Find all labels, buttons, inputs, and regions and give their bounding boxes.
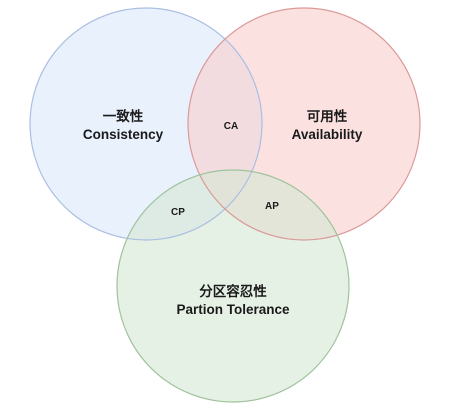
intersection-cp-label: CP [171,207,185,218]
consistency-circle-outline [29,7,263,241]
availability-title-en: Availability [292,127,363,142]
intersection-ap-label: AP [265,201,279,212]
availability-circle-outline [187,7,421,241]
partition-title-cn: 分区容忍性 [199,283,267,300]
partition-tolerance-circle-outline [116,169,350,403]
consistency-title-cn: 一致性 [103,108,144,125]
availability-title-cn: 可用性 [307,108,348,125]
partition-tolerance-circle [117,170,349,402]
partition-title-en: Partion Tolerance [176,302,290,317]
intersection-ca-label: CA [224,121,238,132]
consistency-title-en: Consistency [83,127,164,142]
